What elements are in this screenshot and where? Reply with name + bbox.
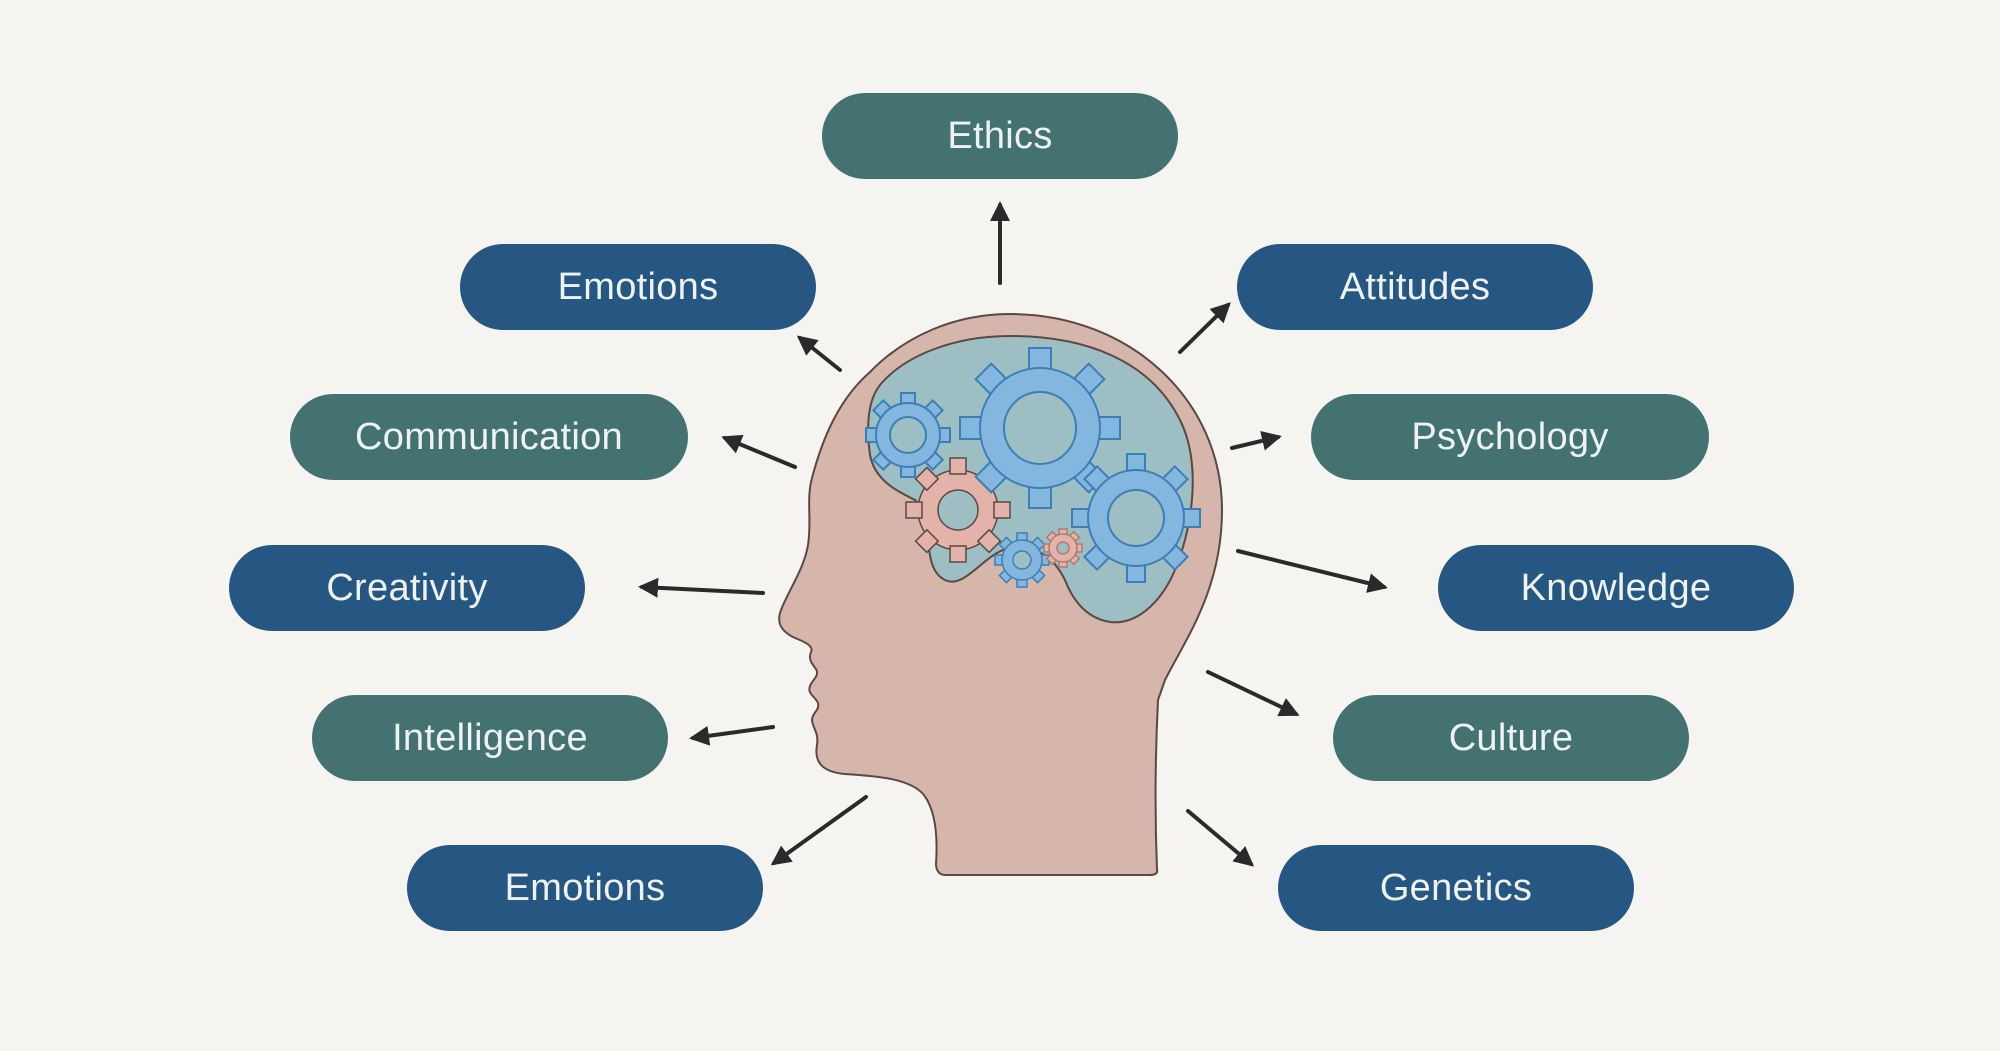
arrow-attitudes <box>1178 302 1231 354</box>
topic-pill-psychology: Psychology <box>1311 394 1709 480</box>
arrow-knowledge <box>1236 549 1388 593</box>
arrow-emotions-bottom <box>770 795 868 866</box>
topic-label: Intelligence <box>392 716 588 759</box>
topic-pill-knowledge: Knowledge <box>1438 545 1794 631</box>
topic-label: Psychology <box>1411 415 1609 458</box>
topic-label: Ethics <box>947 114 1053 157</box>
gear-large-icon <box>959 347 1121 509</box>
topic-pill-genetics: Genetics <box>1278 845 1634 931</box>
gear-medium-icon <box>1071 453 1201 583</box>
arrow-creativity <box>638 577 765 598</box>
gear-tiny-icon <box>994 532 1050 588</box>
topic-pill-communication: Communication <box>290 394 688 480</box>
topic-pill-ethics: Ethics <box>822 93 1178 179</box>
arrow-psychology <box>1230 430 1282 451</box>
head-with-gears-icon <box>778 312 1224 876</box>
topic-pill-culture: Culture <box>1333 695 1689 781</box>
topic-label: Culture <box>1448 716 1574 759</box>
topic-pill-emotions-bottom: Emotions <box>407 845 763 931</box>
arrow-genetics <box>1186 809 1255 867</box>
topic-pill-creativity: Creativity <box>229 545 585 631</box>
topic-label: Emotions <box>557 265 719 308</box>
arrow-culture <box>1206 670 1300 717</box>
topic-pill-intelligence: Intelligence <box>312 695 668 781</box>
arrow-communication <box>721 434 797 469</box>
gear-small-icon <box>865 392 951 478</box>
topic-label: Knowledge <box>1520 566 1712 609</box>
topic-label: Genetics <box>1379 866 1533 909</box>
topic-label: Creativity <box>326 566 488 609</box>
arrow-intelligence <box>689 725 775 746</box>
arrow-emotions-top <box>796 335 842 372</box>
topic-label: Communication <box>355 415 623 458</box>
topic-pill-attitudes: Attitudes <box>1237 244 1593 330</box>
topic-pill-emotions-top: Emotions <box>460 244 816 330</box>
gear-tiny-pink-icon <box>1043 528 1083 568</box>
topic-label: Attitudes <box>1339 265 1491 308</box>
topic-label: Emotions <box>504 866 666 909</box>
